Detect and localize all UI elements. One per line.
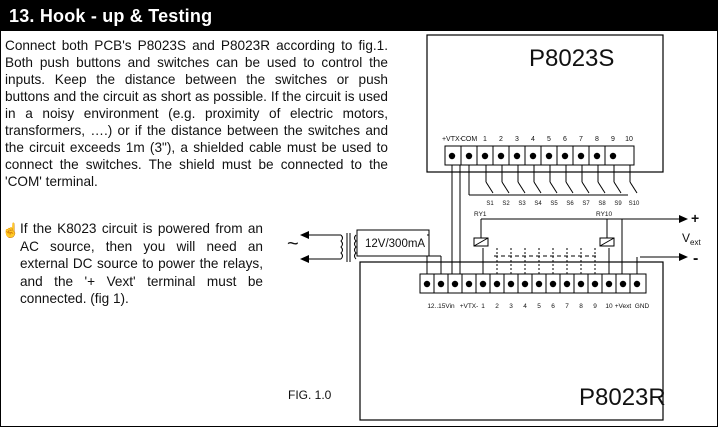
receiver-terminal-label: 10: [605, 303, 613, 310]
receiver-terminal-label: 4: [523, 303, 527, 310]
vext-minus: -: [693, 250, 698, 267]
switch-label: S6: [566, 201, 574, 207]
sender-terminal-screw: [545, 152, 553, 160]
instructions-paragraph: Connect both PCB's P8023S and P8023R acc…: [5, 38, 388, 189]
switch-contact: [549, 181, 558, 194]
sender-board-name: P8023S: [529, 45, 614, 72]
sender-terminal-screw: [497, 152, 505, 160]
receiver-terminal-strip: [419, 273, 647, 294]
sender-terminal-label: 4: [531, 136, 535, 143]
switch-contact: [533, 181, 542, 194]
receiver-terminal-label: 3: [509, 303, 513, 310]
receiver-terminal-screw: [507, 280, 515, 288]
sender-terminal-strip: [444, 145, 635, 166]
sender-terminal-label: 3: [515, 136, 519, 143]
sender-terminal-label: 10: [625, 136, 633, 143]
ac-source-symbol: ~: [287, 233, 299, 255]
vext-plus: +: [691, 210, 699, 226]
vext-v: V: [682, 231, 690, 245]
sender-terminal-screw: [577, 152, 585, 160]
note-paragraph: If the K8023 circuit is powered from an …: [20, 221, 263, 307]
receiver-terminal-screw: [535, 280, 543, 288]
sender-terminal-screw: [465, 152, 473, 160]
receiver-terminal-screw: [423, 280, 431, 288]
switch-label: S8: [598, 201, 606, 207]
receiver-board-name: P8023R: [579, 384, 666, 411]
transformer-label: 12V/300mA: [365, 238, 425, 250]
receiver-terminal-label: 1: [481, 303, 485, 310]
switch-label: S3: [518, 201, 526, 207]
receiver-terminal-screw: [437, 280, 445, 288]
sender-terminal-label: 6: [563, 136, 567, 143]
switch-label: S9: [614, 201, 622, 207]
sender-terminal-label: +VTX-: [442, 136, 463, 143]
receiver-terminal-label: 12..15Vin: [427, 303, 455, 310]
switch-contact: [613, 181, 622, 194]
switch-label: S4: [534, 201, 542, 207]
sender-terminal-screw: [561, 152, 569, 160]
sender-terminal-screw: [448, 152, 456, 160]
sender-terminal-screw: [593, 152, 601, 160]
receiver-terminal-screw: [619, 280, 627, 288]
switch-label: S1: [486, 201, 494, 207]
sender-terminal-screw: [481, 152, 489, 160]
receiver-terminal-label: 7: [565, 303, 569, 310]
switch-contact: [629, 181, 638, 194]
receiver-terminal-label: +Vext: [615, 303, 632, 310]
transformer-symbol: [340, 233, 357, 262]
switch-contact: [565, 181, 574, 194]
switch-label: S7: [582, 201, 590, 207]
switch-contact: [517, 181, 526, 194]
transformer-label-box: [356, 229, 430, 257]
receiver-terminal-label: GND: [635, 303, 650, 310]
receiver-terminal-screw: [577, 280, 585, 288]
sender-terminal-label: 9: [611, 136, 615, 143]
sender-terminal-screw: [513, 152, 521, 160]
section-header: 13. Hook - up & Testing: [1, 1, 717, 31]
relay-ry1-label: RY1: [474, 211, 487, 218]
switch-label: S2: [502, 201, 510, 207]
receiver-terminal-label: 9: [593, 303, 597, 310]
sender-terminal-label: COM: [461, 136, 478, 143]
switch-label: S5: [550, 201, 558, 207]
sender-terminal-screw: [529, 152, 537, 160]
receiver-terminal-screw: [605, 280, 613, 288]
receiver-terminal-label: 2: [495, 303, 499, 310]
sender-board: [426, 34, 664, 173]
receiver-terminal-screw: [591, 280, 599, 288]
switch-label: S10: [629, 201, 640, 207]
relay-ry10-label: RY10: [596, 211, 613, 218]
sender-terminal-label: 2: [499, 136, 503, 143]
receiver-terminal-screw: [549, 280, 557, 288]
receiver-terminal-screw: [451, 280, 459, 288]
figure-caption: FIG. 1.0: [288, 388, 332, 402]
sender-terminal-label: 1: [483, 136, 487, 143]
receiver-terminal-screw: [633, 280, 641, 288]
receiver-terminal-label: 6: [551, 303, 555, 310]
receiver-terminal-label: +VTX-: [460, 303, 479, 310]
switch-contact: [597, 181, 606, 194]
sender-terminal-label: 5: [547, 136, 551, 143]
receiver-terminal-screw: [521, 280, 529, 288]
receiver-terminal-screw: [563, 280, 571, 288]
sender-terminal-screw: [609, 152, 617, 160]
sender-terminal-label: 8: [595, 136, 599, 143]
switch-contact: [501, 181, 510, 194]
pointing-hand-icon: ☝: [2, 222, 20, 238]
switch-contact: [581, 181, 590, 194]
receiver-terminal-screw: [479, 280, 487, 288]
receiver-terminal-screw: [493, 280, 501, 288]
section-title: 13. Hook - up & Testing: [9, 6, 213, 26]
sender-terminal-label: 7: [579, 136, 583, 143]
receiver-terminal-label: 8: [579, 303, 583, 310]
switch-contact: [485, 181, 494, 194]
vext-label: Vext: [682, 231, 701, 247]
receiver-terminal-screw: [465, 280, 473, 288]
vext-subscript: ext: [690, 238, 701, 247]
receiver-terminal-label: 5: [537, 303, 541, 310]
